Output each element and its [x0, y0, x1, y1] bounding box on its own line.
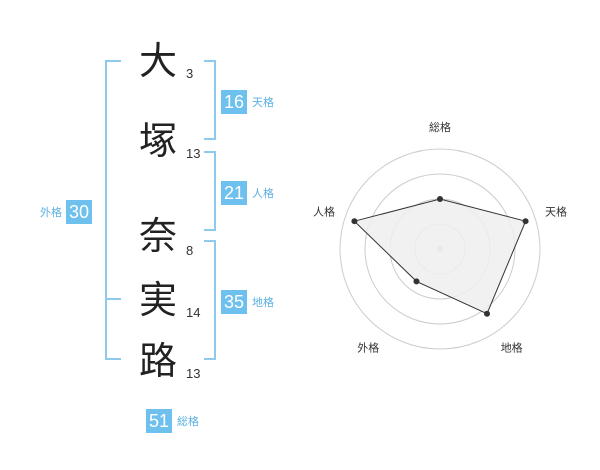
gaikaku-bracket-tick	[105, 298, 121, 300]
chikaku-bracket	[204, 240, 216, 360]
chikaku-badge: 35 地格	[221, 290, 274, 314]
stroke-count-2: 13	[186, 146, 201, 161]
name-char-1: 大	[138, 39, 177, 83]
radar-axis-label: 外格	[357, 341, 379, 355]
radar-axis-label: 天格	[545, 204, 567, 218]
jinkaku-value: 21	[221, 181, 247, 205]
tenkaku-badge: 16 天格	[221, 90, 274, 114]
radar-ring	[339, 148, 541, 350]
radar-point	[413, 278, 420, 285]
radar-point	[351, 218, 358, 225]
soukaku-value: 51	[146, 409, 172, 433]
jinkaku-bracket	[204, 151, 216, 231]
radar-area	[353, 198, 527, 315]
gaikaku-label: 外格	[40, 206, 62, 219]
chikaku-value: 35	[221, 290, 247, 314]
radar-axis-label: 総格	[429, 120, 451, 134]
chikaku-label: 地格	[252, 296, 274, 309]
stroke-count-1: 3	[186, 66, 194, 81]
name-char-4: 実	[138, 278, 177, 322]
radar-point	[522, 218, 529, 225]
radar-points	[351, 196, 529, 317]
radar-point	[437, 196, 443, 202]
radar-series-polygon	[353, 198, 527, 315]
radar-axis-label: 地格	[501, 341, 523, 355]
soukaku-label: 総格	[177, 415, 199, 428]
jinkaku-badge: 21 人格	[221, 181, 274, 205]
radar-axis-label: 人格	[313, 204, 335, 218]
gaikaku-badge: 外格 30	[40, 200, 92, 224]
jinkaku-label: 人格	[252, 187, 274, 200]
gaikaku-bracket	[105, 60, 121, 360]
stroke-count-3: 8	[186, 243, 194, 258]
stroke-count-4: 14	[186, 305, 201, 320]
name-char-2: 塚	[138, 119, 177, 163]
radar-point	[484, 310, 491, 317]
tenkaku-bracket	[204, 60, 216, 140]
stroke-count-5: 13	[186, 366, 201, 381]
tenkaku-label: 天格	[252, 96, 274, 109]
tenkaku-value: 16	[221, 90, 247, 114]
gaikaku-value: 30	[66, 200, 92, 224]
soukaku-badge: 51 総格	[146, 409, 199, 433]
name-char-5: 路	[138, 339, 177, 383]
name-char-3: 奈	[138, 214, 177, 258]
radar-ring	[364, 173, 516, 325]
